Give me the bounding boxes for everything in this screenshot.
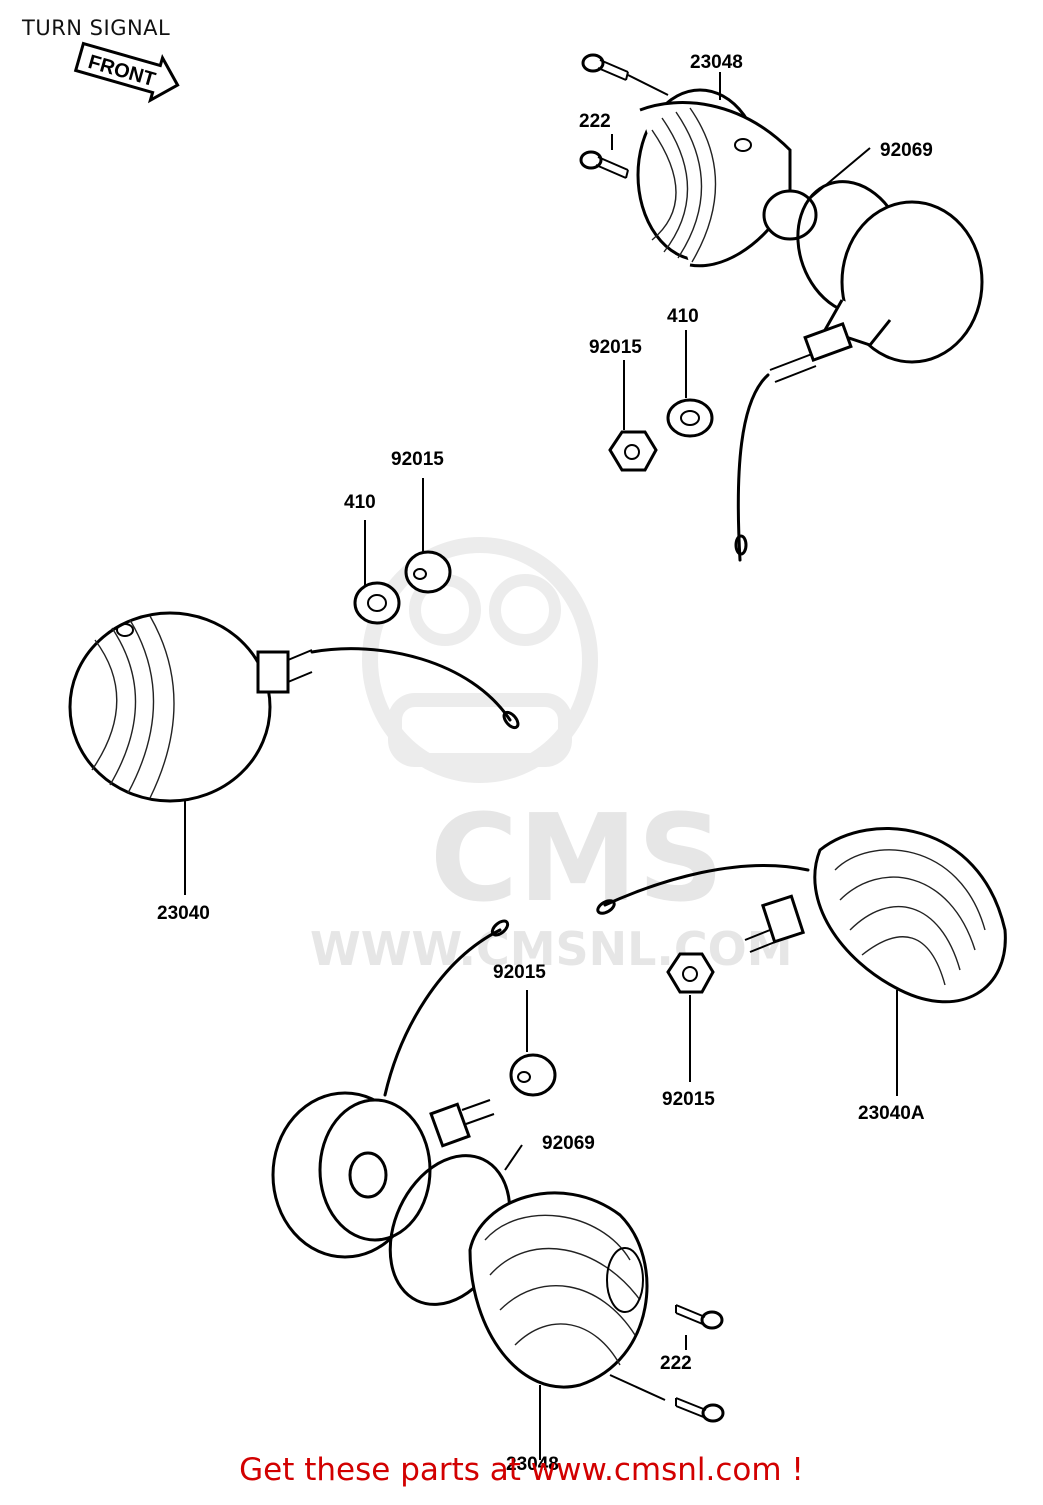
nut-92015-right [608, 430, 658, 472]
promo-footer-link[interactable]: Get these parts at www.cmsnl.com ! [239, 1452, 804, 1488]
nut-92015-left [404, 550, 452, 594]
nut-92015-center [509, 1053, 557, 1097]
page-title: TURN SIGNAL [22, 16, 171, 40]
label-23040: 23040 [157, 903, 210, 924]
label-92069-top: 92069 [880, 140, 933, 161]
label-92015-center: 92015 [493, 962, 546, 983]
label-92015-right: 92015 [589, 337, 642, 358]
label-92069-bottom: 92069 [542, 1133, 595, 1154]
lens-23048-top [636, 88, 792, 268]
label-23048-top: 23048 [690, 52, 743, 73]
watermark-url: WWW.CMSNL.COM [310, 922, 793, 976]
label-23048-bottom: 23048 [506, 1454, 559, 1475]
lens-23048-bottom [468, 1191, 649, 1389]
washer-410-right [666, 398, 714, 438]
watermark-brand: CMS [430, 790, 724, 929]
screw-222-bottom-a [675, 1304, 724, 1330]
label-410-left: 410 [344, 492, 376, 513]
housing-top [734, 200, 984, 562]
nut-92015-lower [666, 952, 715, 994]
bulb-top [762, 189, 818, 241]
lamp-23040a-right [596, 827, 1007, 1004]
label-222-top: 222 [579, 111, 611, 132]
lamp-23040-left [68, 611, 520, 803]
screw-222-top-a [581, 53, 629, 81]
label-410-right: 410 [667, 306, 699, 327]
housing-bottom [271, 919, 510, 1259]
screw-222-top-b [579, 150, 629, 179]
label-222-bottom: 222 [660, 1353, 692, 1374]
front-arrow: FRONT [73, 41, 180, 104]
label-92015-lower: 92015 [662, 1089, 715, 1110]
label-92015-left: 92015 [391, 449, 444, 470]
label-23040a: 23040A [858, 1103, 925, 1124]
screw-222-bottom-b [675, 1397, 725, 1423]
washer-410-left [353, 581, 401, 625]
watermark-logo: CMS WWW.CMSNL.COM [310, 537, 793, 976]
